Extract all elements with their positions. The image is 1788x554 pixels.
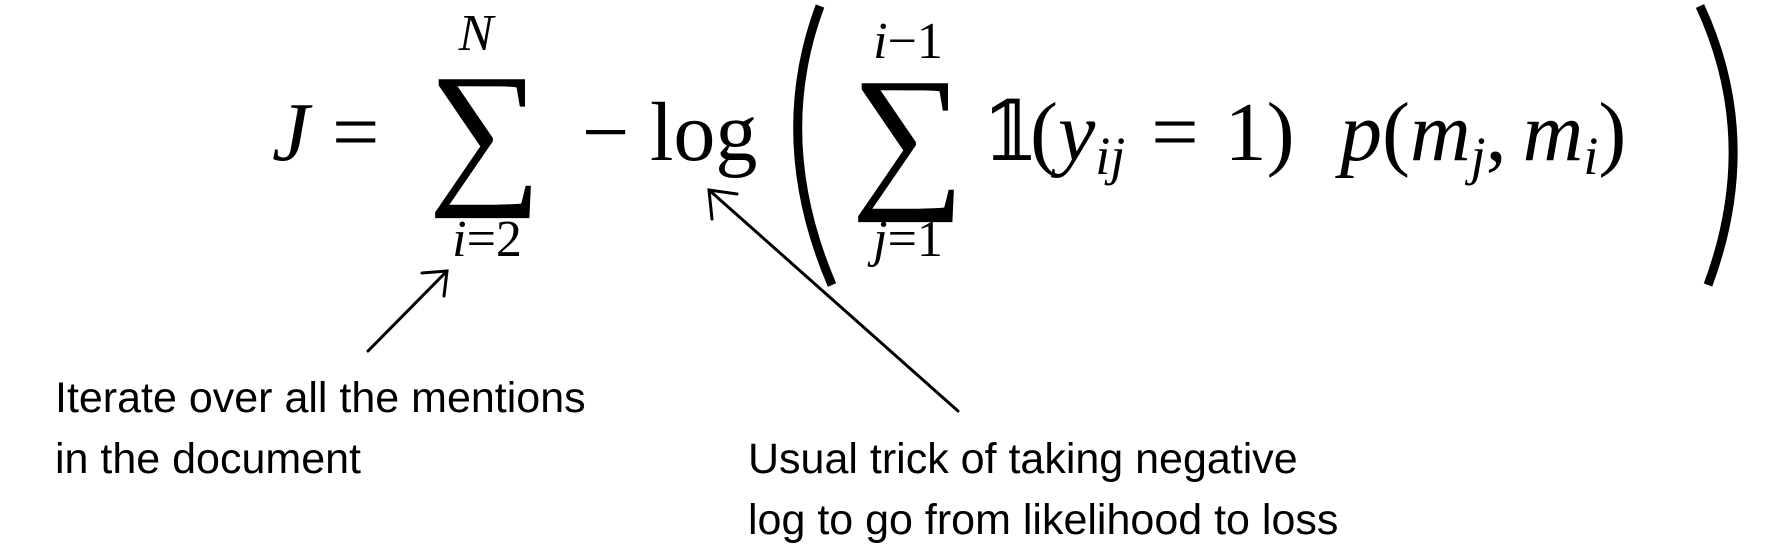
sum-annotation-arrow <box>366 269 449 353</box>
indicator-expression: (yij=1) <box>1030 86 1295 186</box>
sum-annotation-line-2: in the document <box>55 435 361 483</box>
log-annotation-arrow <box>707 188 960 413</box>
indicator-symbol: 𝟙 <box>982 87 1039 178</box>
left-big-paren <box>793 4 837 287</box>
probability-term: p(mj,mi) <box>1335 86 1626 186</box>
equals-sign: = <box>332 86 379 179</box>
right-big-paren <box>1695 4 1738 287</box>
inner-sum-lower-limit: j=1 <box>867 211 943 268</box>
sum-annotation: Iterate over all the mentions in the doc… <box>55 368 586 490</box>
negation-sign: − <box>582 86 629 179</box>
outer-sum-symbol: ∑ <box>428 41 542 219</box>
outer-sum-upper-limit: N <box>458 5 497 62</box>
log-annotation-line-2: log to go from likelihood to loss <box>748 496 1339 544</box>
inner-sum-upper-limit: i−1 <box>873 13 943 70</box>
inner-sum-symbol: ∑ <box>851 45 965 223</box>
sum-annotation-line-1: Iterate over all the mentions <box>55 374 586 422</box>
log-operator: log <box>650 86 757 179</box>
equation-lhs: J <box>272 86 313 179</box>
outer-sum-lower-limit: i=2 <box>452 211 522 268</box>
log-annotation: Usual trick of taking negative log to go… <box>748 429 1338 551</box>
log-annotation-line-1: Usual trick of taking negative <box>748 435 1298 483</box>
